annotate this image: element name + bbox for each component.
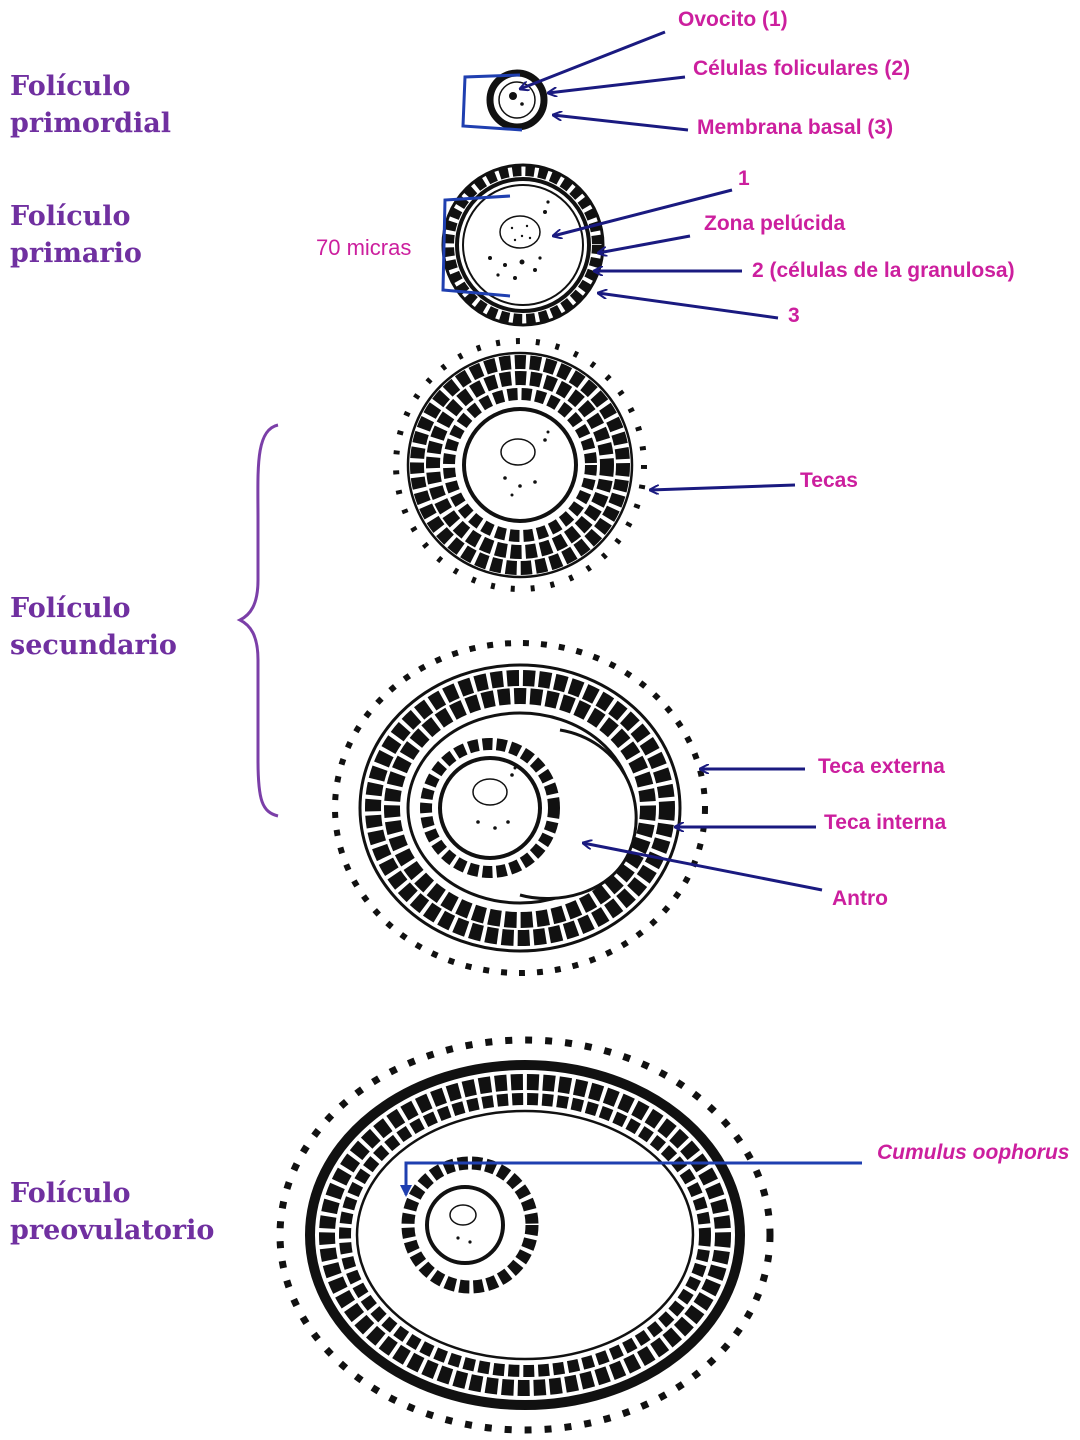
callout-celulas-foliculares: Células foliculares (2) <box>693 57 910 81</box>
preovulatory-follicle <box>280 1040 770 1430</box>
label-primordial-line2: primordial <box>10 105 171 142</box>
secondary-brace <box>240 425 278 816</box>
callout-one: 1 <box>738 167 750 191</box>
callout-membrana-basal: Membrana basal (3) <box>697 116 893 140</box>
label-secondary-line1: Folículo <box>10 590 177 627</box>
secondary-follicle-antral <box>335 643 705 973</box>
callout-teca-interna: Teca interna <box>824 811 946 835</box>
arrow-tecas <box>650 485 795 490</box>
callout-size: 70 micras <box>316 235 411 261</box>
arrow-membrana-basal <box>553 115 688 130</box>
callout-antro: Antro <box>832 887 888 911</box>
callout-tecas: Tecas <box>800 469 858 493</box>
label-preovulatory: Folículo preovulatorio <box>10 1175 214 1249</box>
label-primary: Folículo primario <box>10 198 142 272</box>
label-primordial: Folículo primordial <box>10 68 171 142</box>
callout-teca-externa: Teca externa <box>818 755 945 779</box>
label-secondary: Folículo secundario <box>10 590 177 664</box>
primary-follicle <box>443 165 603 325</box>
arrow-zona-pelucida <box>598 236 690 253</box>
secondary-follicle-early <box>396 341 644 589</box>
primordial-follicle <box>463 73 544 130</box>
label-primordial-line1: Folículo <box>10 68 171 105</box>
label-preovulatory-line2: preovulatorio <box>10 1212 214 1249</box>
arrow-three <box>598 293 778 318</box>
label-primary-line2: primario <box>10 235 142 272</box>
arrow-celulas-foliculares <box>548 77 685 93</box>
callout-ovocito: Ovocito (1) <box>678 8 788 32</box>
callout-three: 3 <box>788 304 800 328</box>
callout-zona-pelucida: Zona pelúcida <box>704 212 845 236</box>
callout-cumulus: Cumulus oophorus <box>877 1141 1070 1165</box>
callout-granulosa: 2 (células de la granulosa) <box>752 259 1015 283</box>
label-secondary-line2: secundario <box>10 627 177 664</box>
label-preovulatory-line1: Folículo <box>10 1175 214 1212</box>
label-primary-line1: Folículo <box>10 198 142 235</box>
